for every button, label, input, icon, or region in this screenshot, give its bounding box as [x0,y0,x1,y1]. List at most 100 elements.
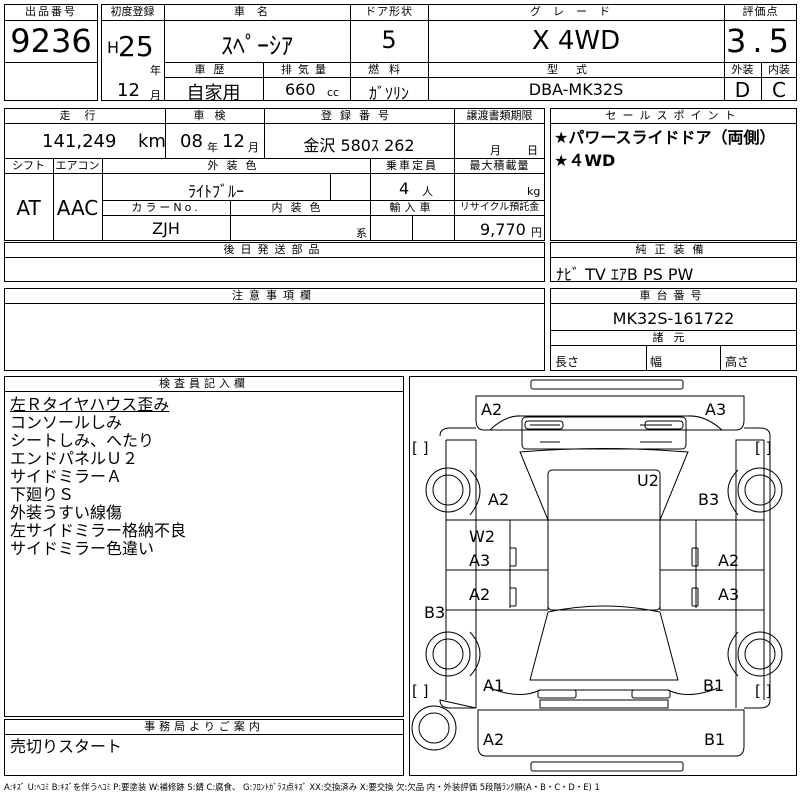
import-header: 輸入車 [389,201,435,214]
interior-grade: C [772,78,786,102]
inspector-note: サイドミラー色違い [10,539,155,558]
selling-point-1: ★パワースライドドア（両側） [554,128,776,147]
shift: AT [16,196,41,220]
fuel: ｶﾞｿﾘﾝ [368,84,409,103]
mark-right-door-front: A2 [718,551,740,570]
dims-header: 諸元 [652,331,695,344]
selling-points-header: セールスポイント [605,109,742,122]
dim-height: 高さ [725,355,750,369]
model-code-header: 型式 [547,63,605,76]
inspector-note: エンドパネルＵ２ [10,449,139,468]
aircon: AAC [56,196,99,220]
mark-rear-right: B1 [704,730,726,749]
inspector-notes: 左Ｒタイヤハウス歪み コンソールしみ シートしみ、へたり エンドパネルＵ２ サイ… [10,396,186,558]
doors-header: ドア形状 [365,5,413,18]
grade-header: グレード [530,5,622,18]
inspector-box [4,376,404,717]
era: H [107,38,120,57]
ext-color-header: 外装色 [207,159,265,172]
mark-roof: U2 [637,471,659,490]
shift-header: シフト [12,159,45,172]
chassis: MK32S-161722 [612,309,735,328]
history-header: 車歴 [194,63,233,76]
transfer-day: 日 [527,144,538,157]
score: 3.5 [726,22,795,60]
car-diagram-box [409,376,797,776]
fuel-header: 燃料 [368,63,410,76]
mark-front-right: A3 [705,400,727,419]
chassis-box [550,288,797,371]
max-load-unit: kg [527,185,541,198]
int-color-header: 内装色 [271,201,329,214]
mileage-header: 走行 [59,109,110,122]
later-parts-header: 後日発送部品 [223,243,326,256]
capacity-header: 乗車定員 [386,159,438,172]
mark-front-left: A2 [481,400,503,419]
capacity: 4 [399,179,410,198]
mark-right-door-rear: A3 [718,585,740,604]
max-load-header: 最大積載量 [469,159,530,172]
office-note: 売切りスタート [10,737,123,756]
history: 自家用 [186,83,241,104]
model-code: DBA-MK32S [528,80,624,99]
capacity-unit: 人 [422,185,433,198]
color-no-header: カラーNo. [131,201,201,214]
dim-length: 長さ [555,355,580,369]
interior-header: 内装 [768,63,790,76]
insp-year-unit: 年 [207,141,218,154]
lot-no-box [4,4,98,101]
vehicle-info-box [101,4,797,101]
inspector-note: 下廻りＳ [10,485,75,504]
month-unit: 月 [150,89,161,102]
car-diagram [411,379,783,772]
first-reg-month: 12 [117,80,140,101]
ext-color: ﾗｲﾄﾌﾞﾙｰ [187,182,244,201]
aircon-header: エアコン [55,159,100,172]
office-box [4,719,404,776]
mark-right-fender: B3 [698,490,720,509]
mark-left-door-rear: A2 [469,585,491,604]
insp-year: 08 [180,131,203,152]
first-reg-year: 25 [118,30,154,63]
chassis-header: 車台番号 [639,289,708,302]
detail-box [4,108,545,241]
displacement-unit: cc [327,86,340,99]
car-name-header: 車名 [234,5,280,18]
color-no: ZJH [152,219,180,238]
exterior-grade: D [734,78,751,102]
score-header: 評価点 [742,5,779,18]
legend: A:ｷｽﾞ U:ﾍｺﾐ B:ｷｽﾞを伴うﾍｺﾐ P:要塗装 W:補修跡 S:錆 … [4,782,600,792]
notes-header: 注意事項欄 [232,289,317,302]
displacement-header: 排気量 [281,63,332,76]
int-color-unit: 系 [356,227,367,240]
inspector-header: 検査員記入欄 [159,377,249,390]
inspection-header: 車検 [193,109,236,122]
mark-left-rocker: B3 [424,603,446,622]
insp-month: 12 [222,131,245,152]
first-reg-header: 初度登録 [110,5,155,18]
mileage: 141,249 [42,131,117,152]
mark-left-door-front-2: A3 [469,551,491,570]
reg-no-header: 登録番号 [321,109,397,122]
genuine-equip: ﾅﾋﾞ TV ｴｱB PS PW [556,265,694,284]
inspector-note: コンソールしみ [10,413,123,432]
lot-no-header: 出品番号 [25,5,77,18]
genuine-equip-header: 純正装備 [635,243,712,256]
inspector-note: サイドミラーＡ [10,467,123,486]
notes-box [4,288,545,371]
grade: X 4WD [531,26,621,56]
office-header: 事務局よりご案内 [144,720,264,733]
inspector-note: 左Ｒタイヤハウス歪み [10,395,170,414]
recycle-unit: 円 [531,226,542,239]
mark-right-quarter: B1 [703,676,725,695]
selling-points-box [550,108,797,241]
bracket-right-lower: [ ] [755,682,772,700]
displacement: 660 [285,80,316,99]
mark-rear-left: A2 [483,730,505,749]
inspector-note: 外装うすい線傷 [10,503,123,522]
year-unit: 年 [150,64,161,77]
genuine-equip-box [550,242,797,282]
transfer-month: 月 [490,144,501,157]
selling-point-2: ★４WD [554,151,616,170]
mark-left-fender: A2 [488,490,510,509]
